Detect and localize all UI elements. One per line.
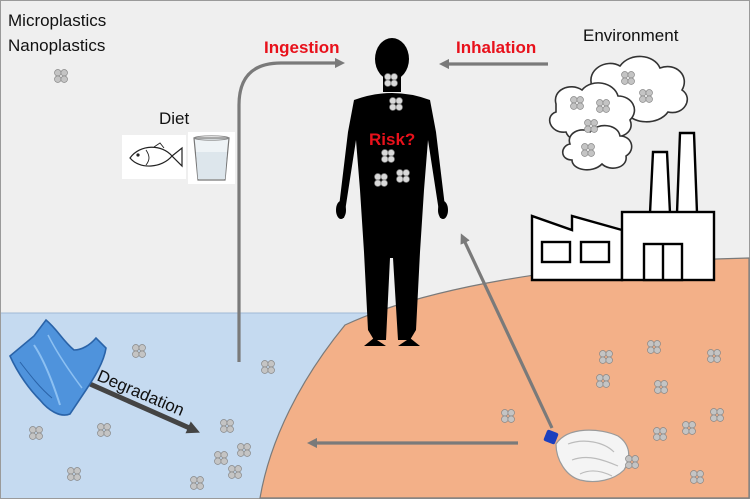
environment-label: Environment	[583, 26, 679, 45]
ingestion-label: Ingestion	[264, 38, 340, 57]
inhalation-label: Inhalation	[456, 38, 536, 57]
human-silhouette	[336, 38, 448, 346]
microplastics-label: Microplastics	[8, 11, 106, 30]
ingestion-arrow	[237, 57, 346, 362]
risk-label: Risk?	[369, 130, 415, 149]
water-glass-icon	[188, 132, 235, 184]
fish-icon	[122, 135, 186, 179]
nanoplastics-label: Nanoplastics	[8, 36, 105, 55]
plastic-bottle-icon	[543, 429, 630, 483]
degradation-arrow	[88, 381, 200, 434]
plastic-bag-icon	[9, 318, 107, 416]
diet-label: Diet	[159, 109, 190, 128]
soil-to-body-arrow	[460, 233, 554, 429]
factory-icon	[530, 131, 716, 282]
